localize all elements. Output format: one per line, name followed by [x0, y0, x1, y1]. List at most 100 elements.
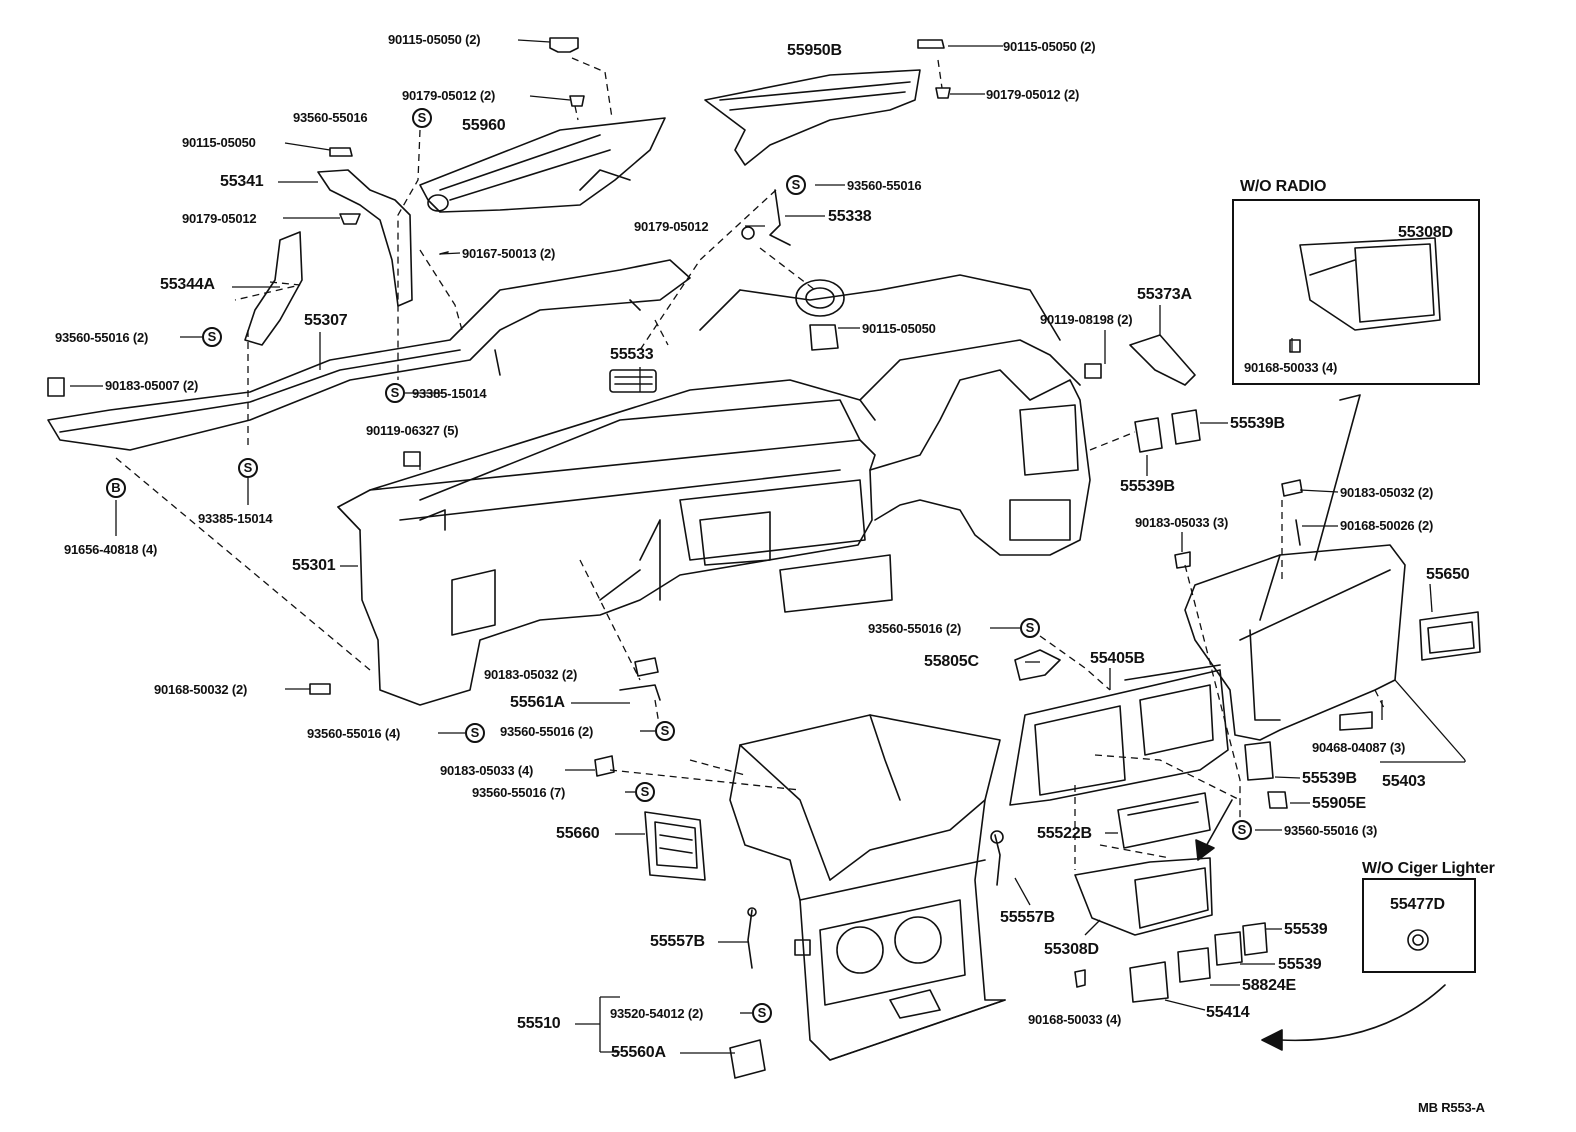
part-label: 55414	[1206, 1004, 1250, 1021]
s-symbol-icon: S	[412, 108, 432, 128]
part-label: 55539	[1284, 921, 1328, 938]
part-label: 55338	[828, 208, 872, 225]
instrument-panel-55301	[338, 275, 1090, 705]
part-label: 93560-55016 (7)	[472, 785, 566, 800]
part-label: 90179-05012 (2)	[986, 87, 1080, 102]
console-55510	[730, 715, 1005, 1060]
vent-55660	[645, 812, 705, 880]
s-symbol-icon: S	[786, 175, 806, 195]
part-label: 55533	[610, 346, 654, 363]
part-label: 55561A	[510, 694, 565, 711]
leader-lines	[70, 40, 1465, 1053]
part-label: 93560-55016 (2)	[868, 621, 962, 636]
bracket-55373A	[1085, 335, 1195, 385]
part-label: 55373A	[1137, 286, 1192, 303]
b-symbol-icon: B	[106, 478, 126, 498]
part-label: 93385-15014	[198, 511, 273, 526]
part-label: 90115-05050	[182, 135, 256, 150]
bracket-55341	[318, 170, 412, 306]
wo-lighter-frame	[1362, 878, 1476, 973]
pocket-55308D-lower	[1075, 858, 1212, 935]
part-label: 55301	[292, 557, 336, 574]
pillar-trim	[1315, 395, 1360, 560]
wo-radio-header: W/O RADIO	[1240, 178, 1327, 195]
vent-55533	[610, 370, 656, 392]
reinforcement-55307	[48, 260, 690, 450]
part-label: 55477D	[1390, 896, 1445, 913]
part-label: 90183-05032 (2)	[484, 667, 578, 682]
duct-55950B	[705, 70, 920, 165]
part-label: 90115-05050 (2)	[1003, 39, 1096, 54]
diagram-code: MB R553-A	[1418, 1100, 1485, 1115]
wo-radio-pocket	[1300, 238, 1440, 330]
part-label: 55307	[304, 312, 348, 329]
part-label: 90119-06327 (5)	[366, 423, 459, 438]
part-label: 93560-55016 (3)	[1284, 823, 1378, 838]
part-label: 55403	[1382, 773, 1426, 790]
part-label: 90468-04087 (3)	[1312, 740, 1406, 755]
part-label: 55805C	[924, 653, 979, 670]
part-label: 93560-55016	[293, 110, 368, 125]
part-label: 90179-05012 (2)	[402, 88, 496, 103]
part-label: 55539	[1278, 956, 1322, 973]
part-label: 90183-05032 (2)	[1340, 485, 1434, 500]
part-label: 55539B	[1230, 415, 1285, 432]
bezel-55403	[1185, 545, 1405, 740]
part-label: 90115-05050	[862, 321, 936, 336]
part-label: 55905E	[1312, 795, 1366, 812]
bezel-55405B	[1010, 665, 1228, 805]
part-label: 90168-50026 (2)	[1340, 518, 1434, 533]
part-label: 90115-05050 (2)	[388, 32, 481, 47]
s-symbol-icon: S	[655, 721, 675, 741]
s-symbol-icon: S	[465, 723, 485, 743]
part-label: 90179-05012	[634, 219, 709, 234]
part-label: 90168-50032 (2)	[154, 682, 248, 697]
part-label: 90168-50033 (4)	[1244, 360, 1338, 375]
part-label: 55960	[462, 117, 506, 134]
part-label: 55660	[556, 825, 600, 842]
s-symbol-icon: S	[1020, 618, 1040, 638]
s-symbol-icon: S	[1232, 820, 1252, 840]
s-symbol-icon: S	[635, 782, 655, 802]
part-label: 55308D	[1398, 224, 1453, 241]
part-label: 93560-55016	[847, 178, 922, 193]
part-label: 55344A	[160, 276, 215, 293]
s-symbol-icon: S	[385, 383, 405, 403]
lighter-plug-55477D	[1408, 930, 1428, 950]
part-label: 93560-55016 (2)	[500, 724, 594, 739]
part-label: 90183-05007 (2)	[105, 378, 199, 393]
part-label: 93560-55016 (4)	[307, 726, 401, 741]
part-label: 55539B	[1120, 478, 1175, 495]
s-symbol-icon: S	[752, 1003, 772, 1023]
part-label: 93385-15014	[412, 386, 487, 401]
part-label: 90183-05033 (4)	[440, 763, 534, 778]
part-label: 90119-08198 (2)	[1040, 312, 1133, 327]
wo-lighter-header: W/O Ciger Lighter	[1362, 860, 1495, 877]
part-label: 55308D	[1044, 941, 1099, 958]
part-label: 55950B	[787, 42, 842, 59]
duct-55960	[420, 118, 665, 212]
arrows	[1196, 800, 1445, 1050]
s-symbol-icon: S	[202, 327, 222, 347]
part-label: 55522B	[1037, 825, 1092, 842]
part-label: 90168-50033 (4)	[1028, 1012, 1122, 1027]
part-label: 55539B	[1302, 770, 1357, 787]
switch-covers	[1130, 410, 1372, 1002]
s-symbol-icon: S	[238, 458, 258, 478]
cable-55557B	[748, 831, 1003, 968]
part-label: 55557B	[650, 933, 705, 950]
part-label: 58824E	[1242, 977, 1296, 994]
wo-radio-frame	[1232, 199, 1480, 385]
dashed-guides	[116, 58, 1385, 870]
part-label: 93520-54012 (2)	[610, 1006, 704, 1021]
part-label: 55557B	[1000, 909, 1055, 926]
part-label: 90179-05012	[182, 211, 257, 226]
speaker-bracket-55338	[742, 190, 844, 350]
part-label: 55341	[220, 173, 264, 190]
part-label: 90183-05033 (3)	[1135, 515, 1229, 530]
part-label: 91656-40818 (4)	[64, 542, 158, 557]
part-label: 55650	[1426, 566, 1470, 583]
pocket-55522B	[1118, 793, 1210, 848]
part-label: 55510	[517, 1015, 561, 1032]
